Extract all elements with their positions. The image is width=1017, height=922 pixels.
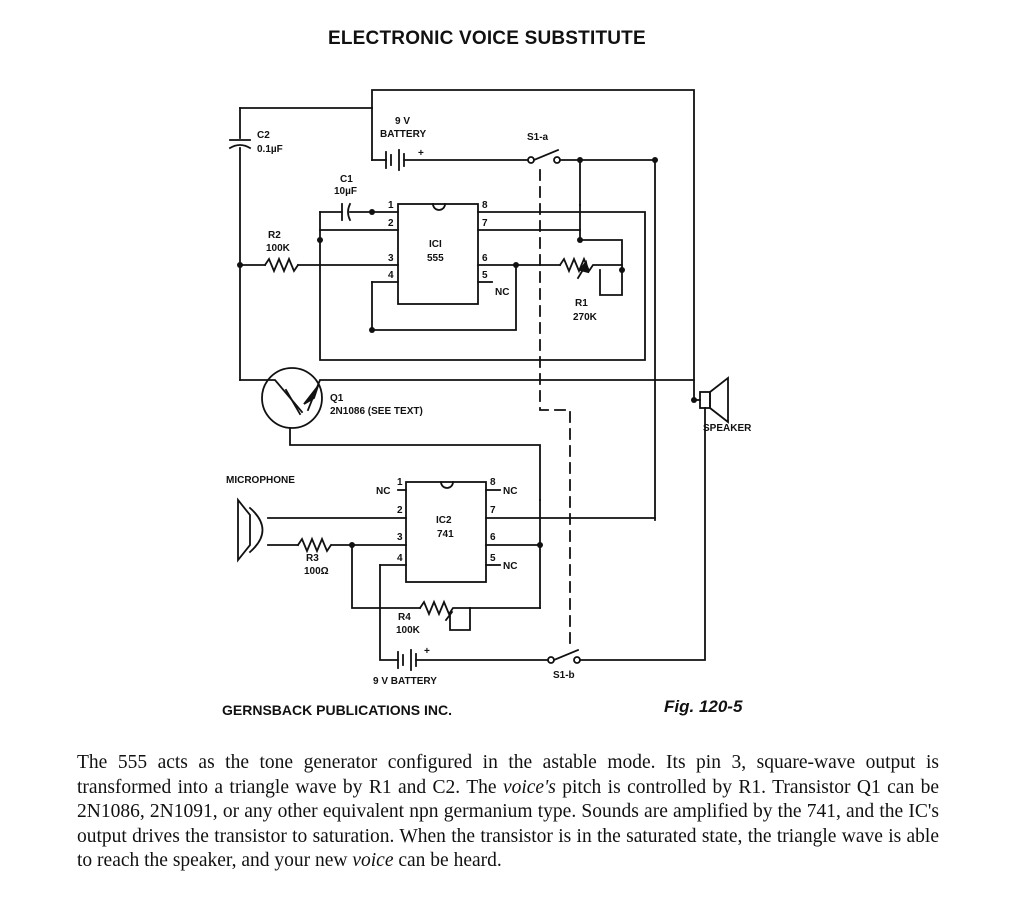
label-c2: C2 xyxy=(257,130,270,141)
label-q1-value: 2N1086 (SEE TEXT) xyxy=(330,406,423,417)
label-r2-value: 100K xyxy=(266,243,291,254)
ic1-type: 555 xyxy=(427,253,444,264)
label-c1: C1 xyxy=(340,174,353,185)
label-r4-value: 100K xyxy=(396,625,421,636)
potentiometer-r4 xyxy=(418,599,471,631)
figure-caption: The 555 acts as the tone generator confi… xyxy=(77,751,939,874)
caption-part-1: The 555 acts as the tone generator confi… xyxy=(77,752,939,798)
label-r2: R2 xyxy=(268,230,281,241)
label-q1: Q1 xyxy=(330,393,344,404)
battery-top xyxy=(371,149,529,171)
circuit-schematic: C2 0.1µF 9 V BATTERY + S1-a C1 10µF R2 1… xyxy=(226,89,752,687)
ic1-pin-2: 2 xyxy=(388,218,394,229)
label-battery-top-name: BATTERY xyxy=(380,129,426,140)
label-c2-value: 0.1µF xyxy=(257,144,283,155)
ic2-type: 741 xyxy=(437,529,454,540)
ic2-pin-2: 2 xyxy=(397,505,403,516)
label-speaker: SPEAKER xyxy=(703,423,752,434)
label-ic1-nc: NC xyxy=(495,287,509,298)
switch-linkage xyxy=(539,169,571,651)
switch-s1a xyxy=(527,148,581,164)
caption-emphasis-voice: voice xyxy=(352,850,394,871)
label-c1-value: 10µF xyxy=(334,186,357,197)
ic2-pin-5: 5 xyxy=(490,553,496,564)
junction-dots xyxy=(237,157,697,548)
ic1-pin-1: 1 xyxy=(388,200,394,211)
caption-emphasis-voices: voice's xyxy=(502,776,556,798)
ic1-name: ICI xyxy=(429,239,442,250)
ic2-pin-4: 4 xyxy=(397,553,403,564)
label-r3-value: 100Ω xyxy=(304,566,329,577)
microphone xyxy=(237,497,264,563)
battery-bottom xyxy=(397,649,549,671)
label-r1: R1 xyxy=(575,298,588,309)
capacitor-c1 xyxy=(319,202,373,222)
ic1-pin-5: 5 xyxy=(482,270,488,281)
ic1-pin-4: 4 xyxy=(388,270,394,281)
label-battery-bottom-plus: + xyxy=(424,646,430,657)
label-r3: R3 xyxy=(306,553,319,564)
transistor-q1 xyxy=(239,367,695,501)
potentiometer-r1 xyxy=(558,256,623,280)
resistor-r3 xyxy=(296,536,333,554)
label-r4: R4 xyxy=(398,612,411,623)
ic2-pin-8: 8 xyxy=(490,477,496,488)
ic2-pin-6: 6 xyxy=(490,532,496,543)
caption-part-3: can be heard. xyxy=(393,850,502,871)
label-battery-bottom: 9 V BATTERY xyxy=(373,676,437,687)
label-ic2-nc-left: NC xyxy=(376,486,390,497)
caption-part-2: pitch is controlled by R1. Transistor Q1… xyxy=(77,776,939,872)
ic2-pin-3: 3 xyxy=(397,532,403,543)
label-s1a: S1-a xyxy=(527,132,549,143)
ic1-pin-3: 3 xyxy=(388,253,394,264)
label-ic2-nc-pin5: NC xyxy=(503,561,517,572)
capacitor-c2 xyxy=(228,139,252,150)
ic1-pin-6: 6 xyxy=(482,253,488,264)
ic1-555 xyxy=(397,203,479,305)
ic1-pin-8: 8 xyxy=(482,200,488,211)
publisher-credit: GERNSBACK PUBLICATIONS INC. xyxy=(222,702,452,718)
figure-number: Fig. 120-5 xyxy=(664,697,743,716)
label-ic2-nc-right: NC xyxy=(503,486,517,497)
label-battery-top-plus: + xyxy=(418,148,424,159)
figure-title: ELECTRONIC VOICE SUBSTITUTE xyxy=(328,28,646,49)
ic2-pin-7: 7 xyxy=(490,505,496,516)
ic2-pin-1: 1 xyxy=(397,477,403,488)
switch-s1b xyxy=(547,648,581,664)
ic2-name: IC2 xyxy=(436,515,452,526)
label-microphone: MICROPHONE xyxy=(226,475,295,486)
ic2-741 xyxy=(405,481,487,583)
label-battery-top-voltage: 9 V xyxy=(395,116,410,127)
ic1-pin-7: 7 xyxy=(482,218,488,229)
label-s1b: S1-b xyxy=(553,670,575,681)
resistor-r2 xyxy=(263,256,300,274)
speaker xyxy=(693,376,729,424)
label-r1-value: 270K xyxy=(573,312,598,323)
